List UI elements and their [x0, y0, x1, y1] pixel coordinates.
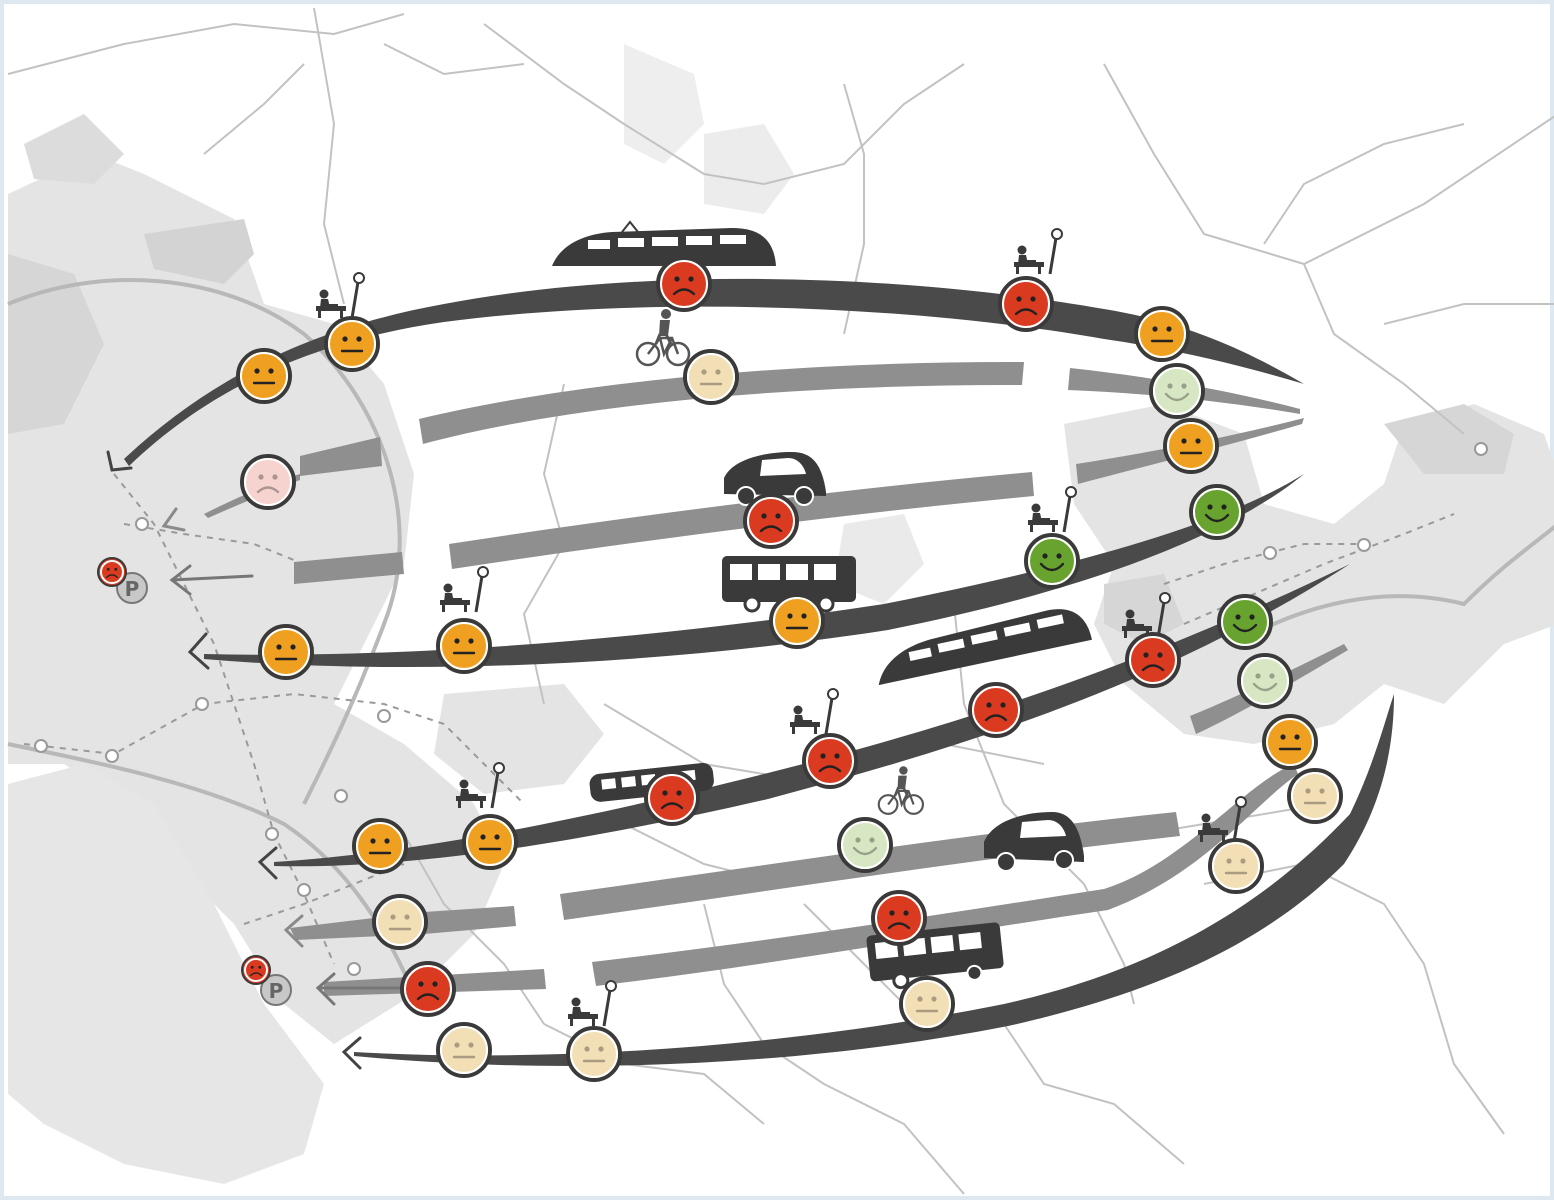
- rating-neutral-icon: [1208, 838, 1264, 894]
- rating-happy-icon: [837, 817, 893, 873]
- rating-neutral-icon: [236, 348, 292, 404]
- bus-icon: [722, 556, 856, 613]
- bus-route-south: [354, 694, 1394, 1066]
- bench-icon: [314, 271, 366, 320]
- bench-icon: [1012, 227, 1064, 276]
- rating-sad-icon: [743, 493, 799, 549]
- rating-sad-icon: [241, 955, 271, 985]
- rating-neutral-icon: [566, 1026, 622, 1082]
- rating-happy-icon: [1237, 653, 1293, 709]
- rating-neutral-icon: [683, 349, 739, 405]
- bench-icon: [566, 979, 618, 1028]
- rating-neutral-icon: [899, 976, 955, 1032]
- rating-neutral-icon: [1163, 418, 1219, 474]
- rating-sad-icon: [871, 890, 927, 946]
- rating-neutral-icon: [462, 814, 518, 870]
- bench-icon: [788, 687, 840, 736]
- rating-neutral-icon: [1262, 714, 1318, 770]
- rating-neutral-icon: [258, 624, 314, 680]
- rating-sad-icon: [97, 557, 127, 587]
- car-icon: [724, 452, 826, 506]
- rail-stations: [34, 442, 1488, 976]
- rating-neutral-icon: [372, 894, 428, 950]
- parking-symbol[interactable]: P: [260, 974, 292, 1006]
- rating-neutral-icon: [769, 593, 825, 649]
- rating-sad-icon: [400, 961, 456, 1017]
- arrowheads: [106, 450, 406, 1070]
- car-icon: [984, 812, 1084, 872]
- rating-neutral-icon: [324, 316, 380, 372]
- rating-neutral-icon: [1134, 306, 1190, 362]
- rating-neutral-icon: [1287, 768, 1343, 824]
- svg-text:P: P: [125, 577, 140, 601]
- rating-neutral-icon: [436, 618, 492, 674]
- rating-sad-icon: [1125, 632, 1181, 688]
- rating-sad-icon: [802, 733, 858, 789]
- rating-happy-icon: [1024, 533, 1080, 589]
- train-route-north: [124, 278, 1304, 466]
- bus-route-north: [204, 474, 1304, 668]
- rating-happy-icon: [1189, 484, 1245, 540]
- rating-happy-icon: [1217, 594, 1273, 650]
- svg-text:P: P: [269, 979, 284, 1003]
- train-icon: [878, 609, 1092, 686]
- bench-icon: [1026, 485, 1078, 534]
- rating-sad-icon: [998, 276, 1054, 332]
- car-route-north-park: [294, 552, 404, 584]
- parking-symbol[interactable]: P: [116, 572, 148, 604]
- rating-happy-icon: [1149, 363, 1205, 419]
- rating-sad-icon: [240, 454, 296, 510]
- rating-sad-icon: [968, 682, 1024, 738]
- rating-neutral-icon: [436, 1022, 492, 1078]
- rating-neutral-icon: [352, 818, 408, 874]
- commute-satisfaction-map: P P: [7, 7, 1554, 1195]
- rating-sad-icon: [644, 770, 700, 826]
- train-icon: [552, 220, 776, 266]
- rating-sad-icon: [656, 256, 712, 312]
- bicycle-icon: [877, 764, 925, 816]
- satisfaction-ratings: [97, 256, 1343, 1082]
- bicycle-icon: [635, 307, 691, 367]
- bench-icon: [438, 565, 490, 614]
